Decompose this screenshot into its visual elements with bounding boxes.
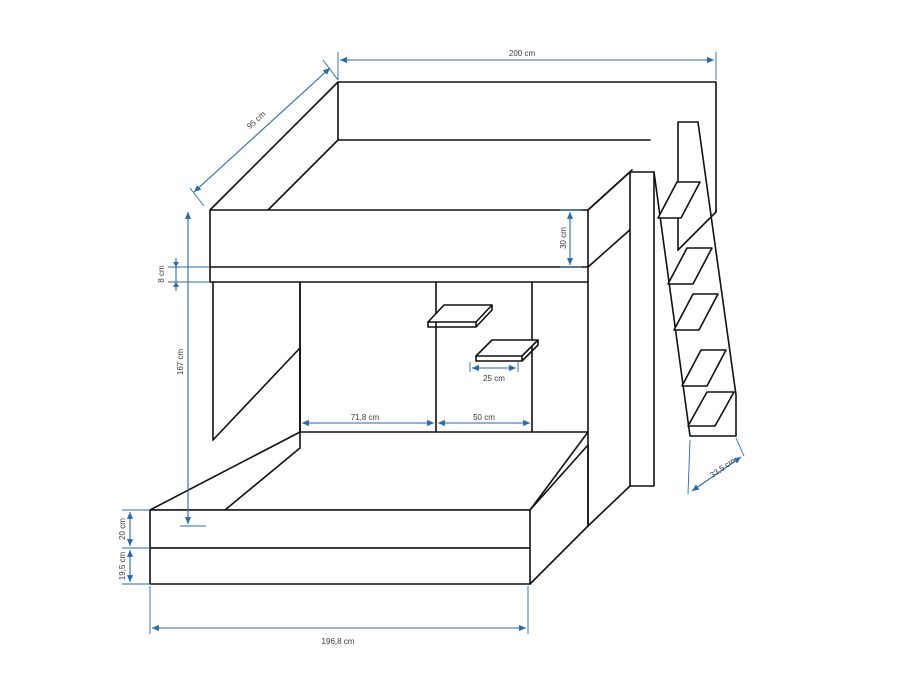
lower-left-side-wall bbox=[212, 347, 301, 441]
lower-bunk-drawer bbox=[149, 547, 531, 585]
stair-step-5 bbox=[687, 391, 735, 427]
stair-step-2 bbox=[667, 247, 713, 285]
stair-front-panel bbox=[629, 171, 655, 487]
dim-clearance: 167 cm bbox=[176, 349, 185, 376]
dim-stair-depth-line bbox=[691, 456, 742, 492]
dim-bottom-rail: 20 cm bbox=[118, 518, 127, 540]
top-bunk-front-rail bbox=[209, 209, 589, 268]
lower-bunk-front-rail bbox=[149, 509, 531, 549]
dim-length-top: 200 cm bbox=[509, 49, 536, 58]
dim-slat-frame: 8 cm bbox=[157, 265, 166, 283]
back-shelf-panel bbox=[435, 281, 533, 433]
top-bunk-slat-frame bbox=[209, 266, 589, 283]
top-bunk-front-rail-side bbox=[587, 169, 633, 268]
dim-bottom-mid-space: 50 cm bbox=[473, 413, 495, 422]
dimension-lines: 200 cm 95 cm 30 cm 8 cm 167 cm 25 cm 71,… bbox=[118, 49, 745, 646]
dim-stair-depth: 33,5 cm bbox=[708, 456, 737, 480]
dim-drawer-height: 19,5 cm bbox=[118, 551, 127, 580]
bed-outline bbox=[149, 81, 737, 585]
dim-length-bottom: 196,8 cm bbox=[322, 637, 355, 646]
shelf-lower-edge bbox=[475, 339, 539, 362]
lower-bunk-inner bbox=[224, 431, 301, 511]
top-bunk-inner-rail bbox=[267, 81, 651, 211]
dim-depth-top-line bbox=[193, 67, 331, 193]
dim-rail-height: 30 cm bbox=[559, 227, 568, 249]
shelf-upper-edge bbox=[427, 304, 493, 328]
stair-step-3 bbox=[673, 293, 719, 331]
dim-shelf-width: 25 cm bbox=[483, 374, 505, 383]
lower-bunk-mattress-area bbox=[149, 431, 589, 511]
stair-front-panel-top bbox=[587, 171, 631, 527]
dim-bottom-left-space: 71,8 cm bbox=[351, 413, 380, 422]
stair-step-4 bbox=[681, 349, 727, 387]
stair-step-1 bbox=[657, 181, 701, 219]
